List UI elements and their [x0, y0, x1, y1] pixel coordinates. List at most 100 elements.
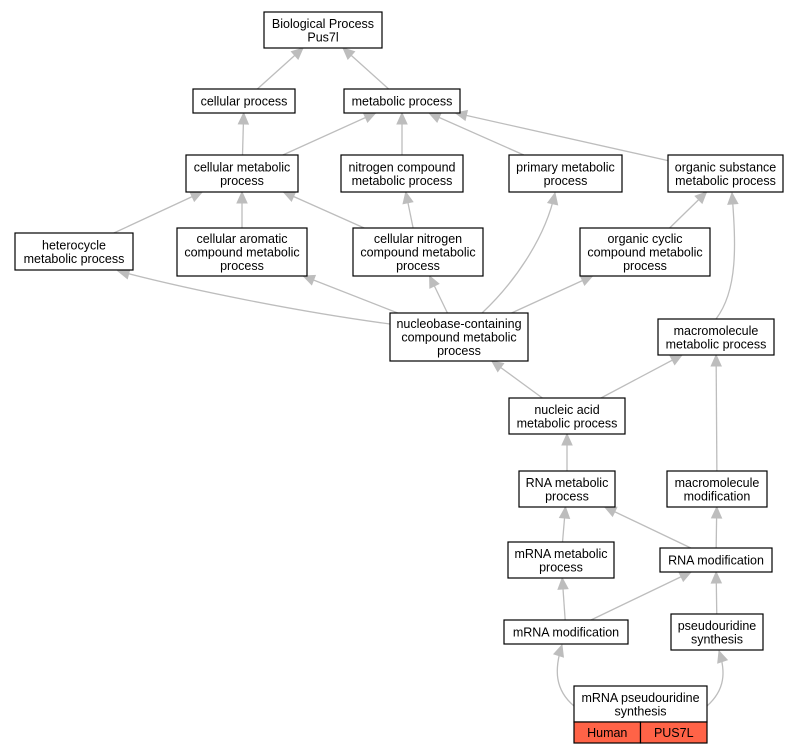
term-label-line: mRNA metabolic	[514, 547, 607, 561]
arrowhead	[557, 576, 569, 590]
term-box	[507, 541, 615, 579]
term-node-mp[interactable]: metabolic process	[343, 88, 461, 114]
edge-line	[117, 270, 391, 325]
tag-label: Human	[587, 726, 627, 740]
term-label-line: cellular aromatic	[196, 232, 287, 246]
term-label-line: process	[437, 344, 481, 358]
edge-line	[481, 192, 556, 314]
arrowhead	[189, 191, 204, 203]
edge-namp-to-nbccmp	[490, 360, 543, 399]
arrowhead	[694, 191, 708, 205]
tag-pus7l: PUS7L	[639, 721, 708, 744]
arrowhead	[710, 353, 722, 367]
term-box	[14, 232, 134, 271]
term-label-line: metabolic process	[675, 174, 776, 188]
term-label-line: process	[545, 489, 589, 503]
term-label-line: process	[220, 259, 264, 273]
arrowhead	[427, 112, 442, 123]
edge-cmp-to-mp	[282, 112, 377, 156]
term-label-line: pseudouridine	[678, 619, 757, 633]
term-label-line: process	[396, 259, 440, 273]
edge-line	[428, 112, 525, 156]
edge-line	[590, 571, 692, 621]
term-node-cp[interactable]: cellular process	[192, 88, 296, 114]
term-node-mrm[interactable]: mRNA modification	[503, 619, 629, 645]
edge-pmp-to-mp	[427, 112, 525, 156]
edge-rm-to-mm	[710, 505, 723, 549]
term-box	[192, 88, 296, 114]
edge-occmp-to-osmp	[669, 191, 708, 229]
term-label-line: mRNA pseudouridine	[581, 691, 699, 705]
edge-mrm-to-rm	[590, 571, 693, 621]
term-box	[657, 318, 775, 356]
term-box	[340, 154, 464, 193]
term-label-line: macromolecule	[675, 476, 760, 490]
edge-cncmp-to-cmp	[282, 191, 365, 229]
term-label-line: metabolic process	[666, 337, 767, 351]
term-label-line: Biological Process	[272, 17, 374, 31]
arrowhead	[429, 274, 440, 289]
edge-nbccmp-to-cncmp	[428, 274, 449, 314]
term-box	[263, 11, 383, 49]
arrowhead	[710, 505, 723, 519]
edge-line	[715, 192, 736, 320]
term-label-line: cellular nitrogen	[374, 232, 462, 246]
arrowhead	[302, 274, 317, 286]
arrowhead	[342, 47, 356, 60]
term-box	[579, 227, 711, 277]
edge-mrps-to-mrm	[552, 643, 575, 707]
term-label-line: compound metabolic	[587, 246, 702, 260]
term-label-line: compound metabolic	[401, 331, 516, 345]
edge-line	[113, 191, 203, 234]
arrowhead	[282, 191, 297, 202]
edge-rmp-to-namp	[561, 432, 573, 471]
edge-cmp-to-cp	[237, 111, 250, 156]
term-label-line: heterocycle	[42, 238, 106, 252]
term-box	[508, 397, 626, 435]
term-box	[666, 470, 768, 508]
edge-nbccmp-to-hmp	[116, 268, 391, 325]
term-label-line: synthesis	[691, 632, 743, 646]
edge-layer	[113, 47, 739, 707]
edge-mp-to-bp	[342, 47, 390, 90]
arrowhead	[561, 432, 573, 446]
tag-cell	[639, 721, 708, 744]
edge-cp-to-bp	[256, 47, 304, 90]
arrowhead	[552, 643, 564, 658]
edge-nbccmp-to-pmp	[481, 191, 559, 314]
term-label-line: primary metabolic	[516, 160, 615, 174]
edge-nbccmp-to-occmp	[511, 275, 594, 314]
edge-cacmp-to-cmp	[236, 190, 248, 228]
term-label-line: nitrogen compound	[348, 160, 455, 174]
term-label-line: RNA metabolic	[526, 476, 609, 490]
arrowhead	[396, 111, 408, 125]
term-box	[185, 154, 299, 193]
arrowhead	[362, 112, 377, 124]
edge-line	[715, 354, 718, 472]
edge-namp-to-macmp	[600, 354, 684, 399]
term-box	[518, 470, 616, 508]
term-box	[508, 154, 623, 193]
arrowhead	[558, 505, 571, 519]
term-label-line: process	[539, 560, 583, 574]
edge-hmp-to-cmp	[113, 191, 204, 234]
term-node-rm[interactable]: RNA modification	[659, 547, 773, 573]
term-box	[573, 685, 708, 723]
